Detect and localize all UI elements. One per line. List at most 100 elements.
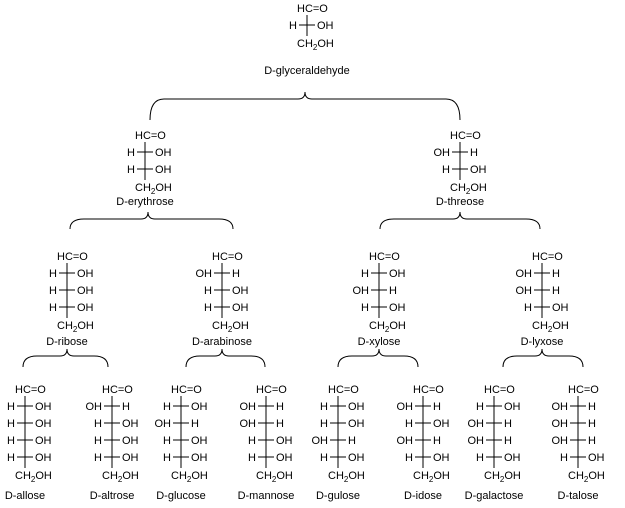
- hydroxyl-label: OH: [389, 302, 406, 314]
- hydroxyl-label: OH: [35, 452, 52, 464]
- hydroxyl-label: OH: [276, 435, 293, 447]
- hydroxyl-label: OH: [276, 452, 293, 464]
- hydrogen-label: H: [94, 435, 102, 447]
- hydrogen-label: H: [524, 302, 532, 314]
- hydrogen-label: H: [389, 285, 397, 297]
- hydrogen-label: H: [191, 418, 199, 430]
- hydrogen-label: H: [276, 418, 284, 430]
- branch-brackets: [22, 91, 584, 368]
- hydrogen-label: H: [348, 435, 356, 447]
- terminal-group: CH2OH: [135, 182, 172, 196]
- hydrogen-label: H: [204, 285, 212, 297]
- aldehyde-group: HC=O: [328, 384, 359, 396]
- hydrogen-label: H: [232, 268, 240, 280]
- aldehyde-group: HC=O: [450, 130, 481, 142]
- hydroxyl-label: OH: [552, 401, 569, 413]
- sugar-name: D-galactose: [465, 490, 524, 502]
- hydrogen-label: H: [552, 268, 560, 280]
- hydrogen-label: H: [361, 268, 369, 280]
- sugar-name: D-xylose: [358, 336, 401, 348]
- hydrogen-label: H: [163, 435, 171, 447]
- hydrogen-label: H: [7, 435, 15, 447]
- hydrogen-label: H: [163, 401, 171, 413]
- hydroxyl-label: OH: [470, 164, 487, 176]
- hydrogen-label: H: [289, 20, 297, 32]
- branch-bracket: [69, 211, 234, 230]
- hydrogen-label: H: [7, 452, 15, 464]
- hydroxyl-label: OH: [77, 285, 94, 297]
- branch-bracket: [379, 211, 541, 230]
- hydrogen-label: H: [470, 147, 478, 159]
- sugar-name: D-glucose: [156, 490, 206, 502]
- hydroxyl-label: OH: [348, 452, 365, 464]
- sugar-name: D-ribose: [46, 336, 88, 348]
- branch-bracket: [22, 348, 109, 368]
- sugar-name: D-glyceraldehyde: [264, 65, 350, 77]
- hydroxyl-label: OH: [348, 401, 365, 413]
- terminal-group: CH2OH: [484, 470, 521, 484]
- hydrogen-label: H: [476, 452, 484, 464]
- hydrogen-label: H: [320, 452, 328, 464]
- hydrogen-label: H: [94, 418, 102, 430]
- hydroxyl-label: OH: [468, 418, 485, 430]
- hydroxyl-label: OH: [317, 20, 334, 32]
- hydrogen-label: H: [504, 418, 512, 430]
- hydrogen-label: H: [276, 401, 284, 413]
- terminal-group: CH2OH: [532, 320, 569, 334]
- hydroxyl-label: OH: [35, 435, 52, 447]
- hydroxyl-label: OH: [468, 435, 485, 447]
- hydrogen-label: H: [552, 285, 560, 297]
- hydrogen-label: H: [49, 302, 57, 314]
- terminal-group: CH2OH: [369, 320, 406, 334]
- hydrogen-label: H: [94, 452, 102, 464]
- hydroxyl-label: OH: [77, 268, 94, 280]
- hydrogen-label: H: [49, 268, 57, 280]
- aldehyde-group: HC=O: [297, 3, 328, 15]
- hydroxyl-label: OH: [504, 401, 521, 413]
- hydroxyl-label: OH: [552, 302, 569, 314]
- aldehyde-group: HC=O: [256, 384, 287, 396]
- hydrogen-label: H: [248, 452, 256, 464]
- aldehyde-group: HC=O: [57, 251, 88, 263]
- terminal-group: CH2OH: [568, 470, 605, 484]
- hydroxyl-label: OH: [552, 435, 569, 447]
- aldehyde-group: HC=O: [369, 251, 400, 263]
- branch-bracket: [149, 91, 461, 121]
- hydroxyl-label: OH: [433, 452, 450, 464]
- terminal-group: CH2OH: [212, 320, 249, 334]
- hydroxyl-label: OH: [232, 285, 249, 297]
- hydroxyl-label: OH: [155, 147, 172, 159]
- hydroxyl-label: OH: [35, 401, 52, 413]
- aldehyde-group: HC=O: [484, 384, 515, 396]
- terminal-group: CH2OH: [450, 182, 487, 196]
- hydrogen-label: H: [127, 164, 135, 176]
- hydrogen-label: H: [504, 435, 512, 447]
- sugar-name: D-threose: [436, 196, 484, 208]
- hydroxyl-label: OH: [86, 401, 103, 413]
- hydrogen-label: H: [588, 401, 596, 413]
- branch-bracket: [502, 348, 584, 368]
- aldehyde-group: HC=O: [135, 130, 166, 142]
- sugar-name: D-erythrose: [116, 196, 173, 208]
- sugar-name: D-lyxose: [521, 336, 564, 348]
- aldehyde-group: HC=O: [102, 384, 133, 396]
- terminal-group: CH2OH: [171, 470, 208, 484]
- hydroxyl-label: OH: [516, 285, 533, 297]
- hydroxyl-label: OH: [191, 435, 208, 447]
- hydroxyl-label: OH: [240, 418, 257, 430]
- hydrogen-label: H: [588, 418, 596, 430]
- hydroxyl-label: OH: [155, 418, 172, 430]
- hydroxyl-label: OH: [516, 268, 533, 280]
- hydroxyl-label: OH: [588, 452, 605, 464]
- hydrogen-label: H: [7, 401, 15, 413]
- hydroxyl-label: OH: [196, 268, 213, 280]
- hydrogen-label: H: [122, 401, 130, 413]
